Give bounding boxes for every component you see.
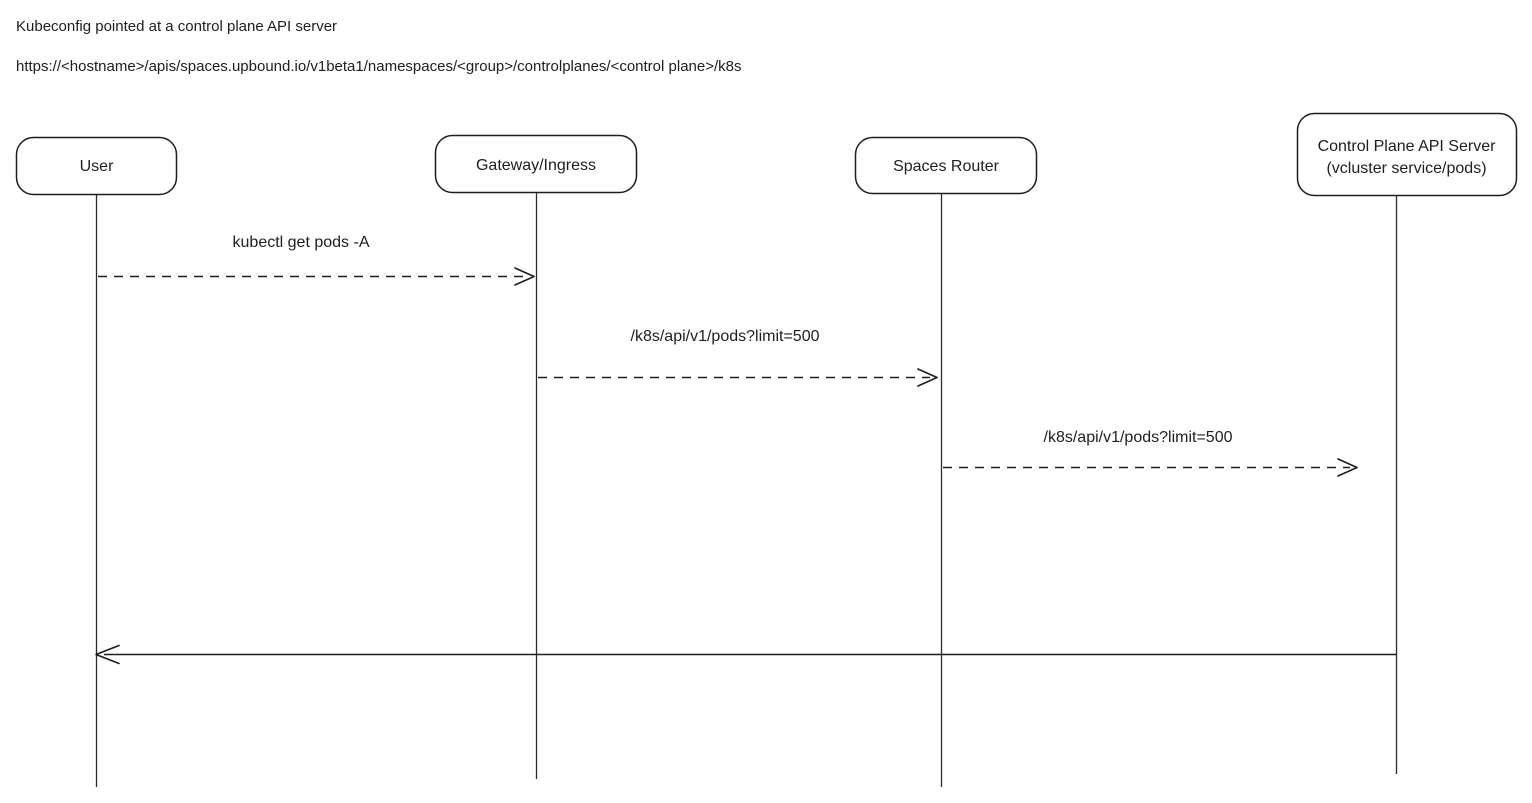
actor-box-user [15, 136, 178, 196]
actor-box-spaces-router [854, 136, 1038, 195]
message-2-pods-request: /k8s/api/v1/pods?limit=500 [538, 328, 938, 387]
message-3-pods-request: /k8s/api/v1/pods?limit=500 [943, 429, 1358, 477]
actor-box-control-plane [1296, 112, 1518, 197]
diagram-title: Kubeconfig pointed at a control plane AP… [16, 18, 338, 35]
actor-box-gateway [434, 134, 638, 194]
kubeconfig-url: https://<hostname>/apis/spaces.upbound.i… [16, 58, 742, 75]
actor-user: User [15, 136, 178, 196]
message-4-arrowhead-left-icon [95, 644, 120, 665]
actor-sublabel-control-plane: (vcluster service/pods) [1326, 160, 1486, 177]
actor-label-control-plane: Control Plane API Server [1318, 138, 1497, 155]
message-3-arrowhead-right-icon [1337, 458, 1358, 477]
actor-label-spaces-router: Spaces Router [893, 158, 1000, 175]
message-1-arrowhead-right-icon [514, 267, 535, 286]
message-2-arrowhead-right-icon [917, 368, 938, 387]
message-4-response [95, 644, 1396, 665]
actor-control-plane: Control Plane API Server (vcluster servi… [1296, 112, 1518, 197]
message-1-kubectl-get-pods: kubectl get pods -A [98, 234, 535, 286]
actor-gateway: Gateway/Ingress [434, 134, 638, 194]
actor-label-gateway: Gateway/Ingress [476, 157, 596, 174]
actor-spaces-router: Spaces Router [854, 136, 1038, 195]
message-3-label: /k8s/api/v1/pods?limit=500 [1044, 429, 1233, 446]
actor-label-user: User [80, 158, 114, 175]
message-2-label: /k8s/api/v1/pods?limit=500 [631, 328, 820, 345]
message-1-label: kubectl get pods -A [233, 234, 370, 251]
